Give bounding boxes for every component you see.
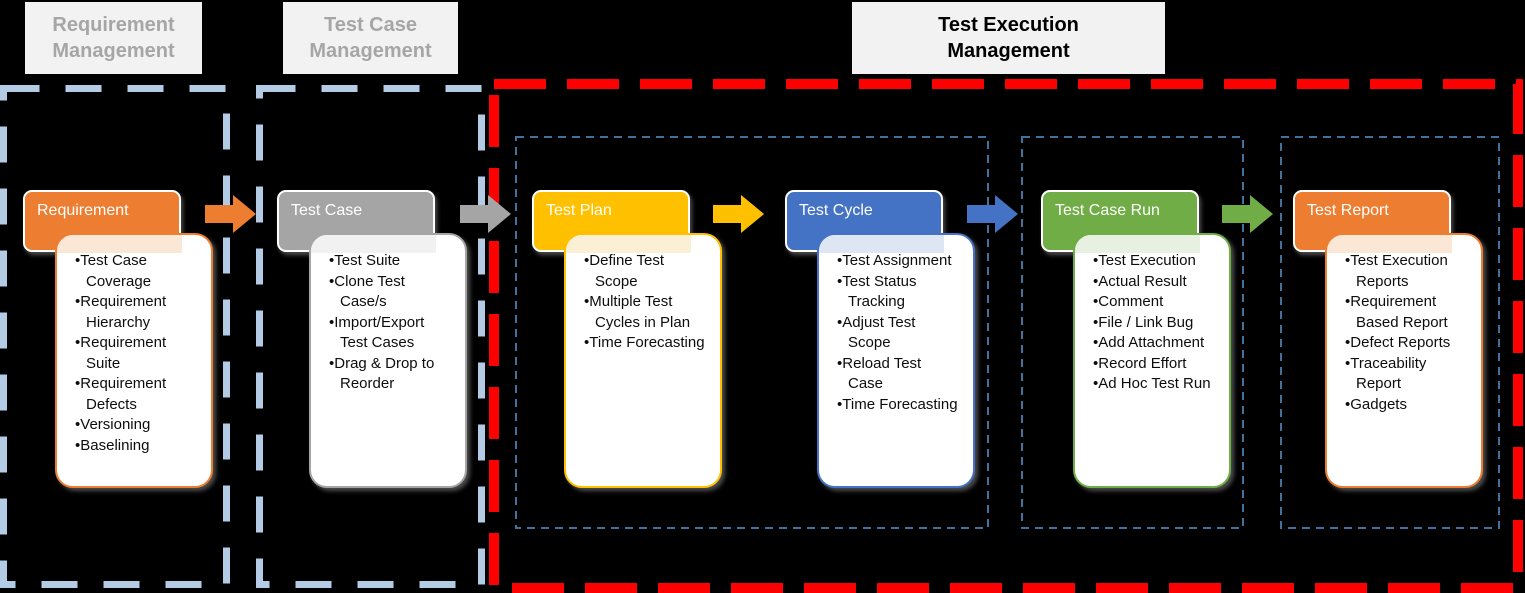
arrow-test-cycle-to-test-case-run-icon <box>967 195 1018 233</box>
bullet-item: File / Link Bug <box>1093 313 1216 334</box>
card-title-test-case: Test Case <box>277 190 435 252</box>
plan-cycle-subgroup-border <box>515 136 989 529</box>
feature-list: Test SuiteClone Test Case/sImport/Export… <box>311 235 465 395</box>
section-header-test-case-management: Test Case Management <box>283 2 458 74</box>
report-subgroup-border <box>1280 136 1500 529</box>
card-test-report: Test Report Test Execution ReportsRequir… <box>1293 190 1485 490</box>
card-title-label: Requirement <box>37 202 129 219</box>
feature-list: Define Test ScopeMultiple Test Cycles in… <box>566 235 720 354</box>
card-title-label: Test Report <box>1307 202 1389 219</box>
bullet-item: Test Case Coverage <box>75 251 198 292</box>
bullet-item: Test Execution <box>1093 251 1216 272</box>
bullet-item: Requirement Based Report <box>1345 292 1468 333</box>
requirement-group-border <box>0 85 230 588</box>
arrow-tail <box>205 205 233 223</box>
arrow-tail <box>460 205 488 223</box>
bullet-item: Define Test Scope <box>584 251 707 292</box>
bullet-item: Traceability Report <box>1345 354 1468 395</box>
card-requirement: Requirement Test Case CoverageRequiremen… <box>23 190 215 490</box>
arrow-tail <box>967 205 995 223</box>
bullet-item: Record Effort <box>1093 354 1216 375</box>
bullet-item: Ad Hoc Test Run <box>1093 374 1216 395</box>
bullet-item: Test Status Tracking <box>837 272 960 313</box>
section-header-label: Test Case Management <box>309 13 432 62</box>
card-title-label: Test Plan <box>546 202 612 219</box>
bullet-item: Multiple Test Cycles in Plan <box>584 292 707 333</box>
bullet-item: Test Assignment <box>837 251 960 272</box>
case-run-subgroup-border <box>1021 136 1244 529</box>
bullet-item: Versioning <box>75 415 198 436</box>
card-body-test-case-run: Test ExecutionActual ResultCommentFile /… <box>1073 233 1231 488</box>
feature-list: Test Execution ReportsRequirement Based … <box>1327 235 1481 415</box>
section-header-label: Requirement Management <box>52 13 175 62</box>
card-title-label: Test Case <box>291 202 363 219</box>
bullet-item: Requirement Defects <box>75 374 198 415</box>
arrow-tail <box>1222 205 1250 223</box>
bullet-item: Requirement Suite <box>75 333 198 374</box>
card-tint-band <box>57 235 182 253</box>
card-tint-band <box>566 235 691 253</box>
bullet-item: Drag & Drop to Reorder <box>329 354 452 395</box>
card-test-case-run: Test Case Run Test ExecutionActual Resul… <box>1041 190 1233 490</box>
arrow-test-case-to-test-plan-icon <box>460 195 511 233</box>
arrow-head <box>1250 195 1273 233</box>
arrow-test-plan-to-test-cycle-icon <box>713 195 764 233</box>
bullet-item: Defect Reports <box>1345 333 1468 354</box>
feature-list: Test ExecutionActual ResultCommentFile /… <box>1075 235 1229 395</box>
feature-list: Test AssignmentTest Status TrackingAdjus… <box>819 235 973 415</box>
bullet-item: Actual Result <box>1093 272 1216 293</box>
card-tint-band <box>1327 235 1452 253</box>
bullet-item: Test Execution Reports <box>1345 251 1468 292</box>
arrow-requirement-to-test-case-icon <box>205 195 256 233</box>
section-header-label: Test Execution Management <box>938 13 1079 62</box>
bullet-item: Add Attachment <box>1093 333 1216 354</box>
card-title-label: Test Cycle <box>799 202 873 219</box>
bullet-item: Baselining <box>75 436 198 457</box>
arrow-test-case-run-to-test-report-icon <box>1222 195 1273 233</box>
card-test-case: Test Case Test SuiteClone Test Case/sImp… <box>277 190 469 490</box>
arrow-head <box>233 195 256 233</box>
test-execution-group-border <box>489 79 1523 593</box>
card-body-test-case: Test SuiteClone Test Case/sImport/Export… <box>309 233 467 488</box>
bullet-item: Clone Test Case/s <box>329 272 452 313</box>
bullet-item: Reload Test Case <box>837 354 960 395</box>
card-tint-band <box>311 235 436 253</box>
card-tint-band <box>819 235 944 253</box>
bullet-item: Test Suite <box>329 251 452 272</box>
bullet-item: Requirement Hierarchy <box>75 292 198 333</box>
bullet-item: Comment <box>1093 292 1216 313</box>
section-header-requirement-management: Requirement Management <box>25 2 202 74</box>
bullet-item: Adjust Test Scope <box>837 313 960 354</box>
card-body-requirement: Test Case CoverageRequirement HierarchyR… <box>55 233 213 488</box>
arrow-head <box>995 195 1018 233</box>
test-case-group-border <box>256 85 485 588</box>
card-test-cycle: Test Cycle Test AssignmentTest Status Tr… <box>785 190 977 490</box>
bullet-item: Time Forecasting <box>837 395 960 416</box>
card-tint-band <box>1075 235 1200 253</box>
section-header-test-execution-management: Test Execution Management <box>852 2 1165 74</box>
arrow-head <box>488 195 511 233</box>
card-title-label: Test Case Run <box>1055 202 1160 219</box>
arrow-tail <box>713 205 741 223</box>
arrow-head <box>741 195 764 233</box>
card-body-test-cycle: Test AssignmentTest Status TrackingAdjus… <box>817 233 975 488</box>
card-body-test-report: Test Execution ReportsRequirement Based … <box>1325 233 1483 488</box>
bullet-item: Import/Export Test Cases <box>329 313 452 354</box>
bullet-item: Time Forecasting <box>584 333 707 354</box>
card-body-test-plan: Define Test ScopeMultiple Test Cycles in… <box>564 233 722 488</box>
card-test-plan: Test Plan Define Test ScopeMultiple Test… <box>532 190 724 490</box>
feature-list: Test Case CoverageRequirement HierarchyR… <box>57 235 211 456</box>
bullet-item: Gadgets <box>1345 395 1468 416</box>
